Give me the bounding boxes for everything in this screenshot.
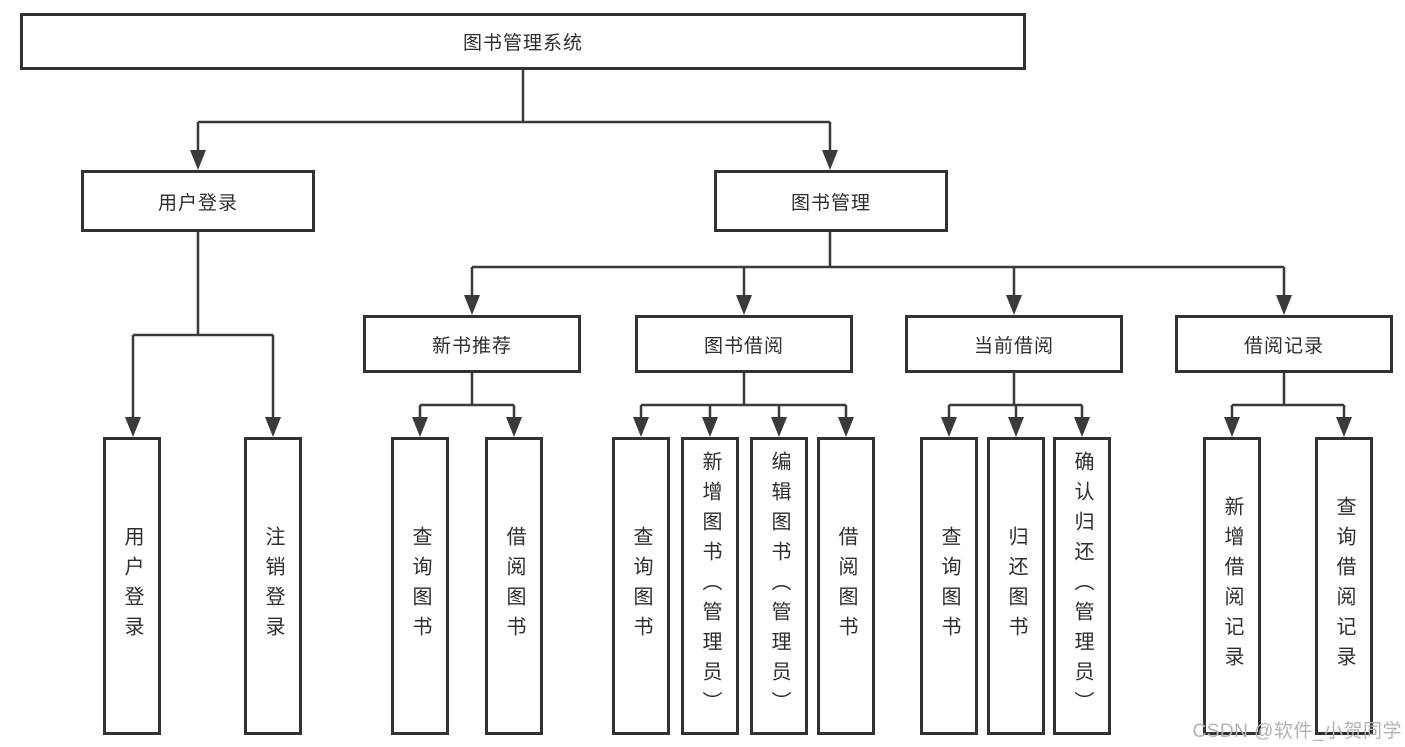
leaf-confirm-return-admin: 确认归还（管理员） <box>1053 437 1111 735</box>
node-book-management: 图书管理 <box>714 170 948 232</box>
leaf-add-borrow-record: 新增借阅记录 <box>1203 437 1261 735</box>
leaf-add-book-admin: 新增图书（管理员） <box>681 437 739 735</box>
node-label: 查询图书 <box>938 526 960 646</box>
leaf-borrow-books-borrowing: 借阅图书 <box>817 437 875 735</box>
node-label: 新增借阅记录 <box>1221 496 1243 676</box>
node-label: 确认归还（管理员） <box>1071 451 1093 721</box>
node-book-borrowing: 图书借阅 <box>635 315 853 373</box>
arrowhead-icon <box>702 417 718 437</box>
arrowhead-icon <box>1276 295 1292 315</box>
node-label: 编辑图书（管理员） <box>768 451 790 721</box>
arrowhead-icon <box>736 295 752 315</box>
leaf-query-books-current: 查询图书 <box>920 437 978 735</box>
arrowhead-icon <box>1074 417 1090 437</box>
arrowheads <box>125 150 1352 437</box>
node-label: 图书管理 <box>790 192 871 214</box>
node-user-login: 用户登录 <box>81 170 315 232</box>
node-label: 借阅记录 <box>1243 335 1324 357</box>
node-label: 注销登录 <box>262 526 284 646</box>
node-label: 用户登录 <box>121 526 143 646</box>
leaf-user-login: 用户登录 <box>103 437 161 735</box>
leaf-query-books-recommend: 查询图书 <box>391 437 449 735</box>
node-label: 当前借阅 <box>973 335 1054 357</box>
leaf-edit-book-admin: 编辑图书（管理员） <box>750 437 808 735</box>
leaf-query-books-borrowing: 查询图书 <box>612 437 670 735</box>
arrowhead-icon <box>506 417 522 437</box>
leaf-query-borrow-record: 查询借阅记录 <box>1315 437 1373 735</box>
node-new-book-recommendation: 新书推荐 <box>363 315 581 373</box>
node-label: 借阅图书 <box>503 526 525 646</box>
arrowhead-icon <box>1008 417 1024 437</box>
node-label: 用户登录 <box>157 192 238 214</box>
node-label: 查询图书 <box>409 526 431 646</box>
arrowhead-icon <box>822 150 838 170</box>
node-label: 图书管理系统 <box>462 33 583 54</box>
arrowhead-icon <box>838 417 854 437</box>
arrowhead-icon <box>1224 417 1240 437</box>
arrowhead-icon <box>633 417 649 437</box>
node-label: 查询图书 <box>630 526 652 646</box>
node-label: 新增图书（管理员） <box>699 451 721 721</box>
node-label: 借阅图书 <box>835 526 857 646</box>
arrowhead-icon <box>125 417 141 437</box>
arrowhead-icon <box>771 417 787 437</box>
leaf-borrow-books-recommend: 借阅图书 <box>485 437 543 735</box>
arrowhead-icon <box>190 150 206 170</box>
node-label: 新书推荐 <box>431 335 512 357</box>
arrowhead-icon <box>1336 417 1352 437</box>
arrowhead-icon <box>941 417 957 437</box>
node-library-management-system: 图书管理系统 <box>20 13 1026 70</box>
node-label: 图书借阅 <box>703 335 784 357</box>
csdn-watermark: CSDN @软件_小贺同学 <box>1192 721 1402 742</box>
arrowhead-icon <box>412 417 428 437</box>
arrowhead-icon <box>464 295 480 315</box>
tree-edges <box>131 69 1346 421</box>
node-borrowing-records: 借阅记录 <box>1175 315 1393 373</box>
leaf-return-book: 归还图书 <box>987 437 1045 735</box>
node-label: 归还图书 <box>1005 526 1027 646</box>
arrowhead-icon <box>265 417 281 437</box>
leaf-logout: 注销登录 <box>244 437 302 735</box>
node-label: 查询借阅记录 <box>1333 496 1355 676</box>
node-current-borrowing: 当前借阅 <box>905 315 1123 373</box>
arrowhead-icon <box>1006 295 1022 315</box>
